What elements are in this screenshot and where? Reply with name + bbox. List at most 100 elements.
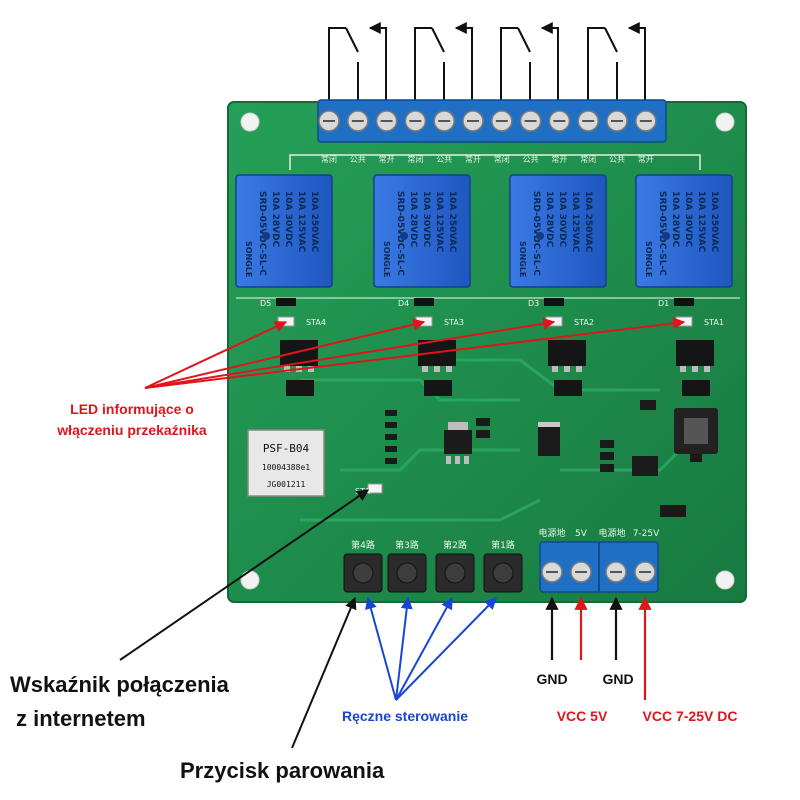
relay-rating-text: SRD-05VDC-SL-C [657, 191, 667, 276]
relay-rating-text: SRD-05VDC-SL-C [395, 191, 405, 276]
status-led-label: STA1 [704, 318, 724, 327]
manual-button-4[interactable]: 第4路 [343, 539, 383, 593]
relay-rating-text: 10A 30VDC [421, 191, 431, 248]
diode-label: D4 [398, 299, 409, 308]
relay-rating-text: 10A 30VDC [283, 191, 293, 248]
power-terminal-screw [541, 561, 563, 583]
status-led-label: STA2 [574, 318, 594, 327]
relay-rating-text: SRD-05VDC-SL-C [257, 191, 267, 276]
relay-rating-text: 10A 125VAC [434, 191, 444, 253]
driver-transistor-4 [676, 340, 714, 396]
vcc-5v-caption: VCC 5V [557, 708, 608, 724]
mount-hole [715, 570, 735, 590]
terminal-screw [404, 110, 427, 132]
terminal-label: 公共 [350, 155, 366, 164]
relay-rating-text: 10A 250VAC [709, 191, 719, 253]
relay-rating-text: SRD-05VDC-SL-C [531, 191, 541, 276]
status-led-label: STA4 [306, 318, 326, 327]
button-label: 第4路 [351, 539, 375, 551]
relay-rating-text: 10A 250VAC [447, 191, 457, 253]
led-caption-line1: LED informujące o [70, 401, 194, 417]
power-terminal-screw [634, 561, 656, 583]
relay-brand-text: SONGLE [382, 241, 391, 277]
wifi-caption-line2: z internetem [16, 706, 146, 731]
terminal-screw [318, 110, 340, 132]
power-label: 电源地 [598, 527, 625, 539]
terminal-screw [347, 110, 369, 132]
terminal-label: 公共 [523, 155, 539, 164]
terminal-screw [519, 110, 542, 132]
pairing-caption: Przycisk parowania [180, 758, 385, 783]
relay-contact-symbols [328, 22, 646, 110]
dc-dc-chip [632, 456, 658, 476]
relay-rating-text: 10A 28VDC [670, 191, 680, 248]
relay-symbol-3 [500, 22, 559, 110]
terminal-screw [606, 110, 628, 132]
pairing-pointer-arrow [291, 596, 357, 749]
mount-hole [715, 112, 735, 132]
terminal-label: 常闭 [407, 155, 423, 164]
terminal-screw [462, 110, 484, 132]
wifi-module-serial: 10004388e1 [262, 463, 310, 472]
relay-rating-text: 10A 28VDC [408, 191, 418, 248]
power-terminal-screw [570, 561, 592, 583]
relay-rating-text: 10A 250VAC [583, 191, 593, 253]
terminal-screw [548, 110, 571, 132]
terminal-screw [433, 110, 455, 132]
relay-rating-text: 10A 30VDC [683, 191, 693, 248]
power-label: 7-25V [633, 529, 660, 539]
relay-brand-text: SONGLE [644, 241, 653, 277]
voltage-regulator [444, 422, 472, 464]
mount-hole [240, 112, 260, 132]
relay-symbol-2 [414, 22, 473, 110]
relay-brand-text: SONGLE [244, 241, 253, 277]
wifi-module-model: PSF-B04 [263, 442, 310, 455]
button-label: 第3路 [395, 539, 419, 551]
terminal-screw [491, 110, 513, 132]
terminal-label: 常开 [638, 155, 654, 164]
wifi-caption-line1: Wskaźnik połączenia [10, 672, 230, 697]
terminal-screw [577, 110, 599, 132]
vcc-wide-caption: VCC 7-25V DC [643, 708, 738, 724]
manual-button-2[interactable]: 第2路 [435, 539, 475, 593]
output-terminal-block [317, 99, 667, 143]
relay-rating-text: 10A 125VAC [570, 191, 580, 253]
relay-rating-text: 10A 125VAC [696, 191, 706, 253]
power-label: 电源地 [538, 527, 565, 539]
manual-button-3[interactable]: 第3路 [387, 539, 427, 593]
manual-caption: Ręczne sterowanie [342, 708, 468, 724]
terminal-screw [635, 110, 657, 132]
power-label: 5V [575, 529, 588, 539]
terminal-label: 常开 [379, 155, 395, 164]
manual-button-1[interactable]: 第1路 [483, 539, 523, 593]
wifi-module: PSF-B04 10004388e1 JG001211 [247, 429, 325, 497]
power-terminal-block [539, 541, 659, 593]
gnd-caption-right: GND [602, 671, 633, 687]
relay-rating-text: 10A 30VDC [557, 191, 567, 248]
inductor [674, 408, 718, 454]
wifi-pointer-arrow [119, 489, 369, 661]
relay-rating-text: 10A 250VAC [309, 191, 319, 253]
relay-symbol-4 [587, 22, 646, 110]
terminal-label: 常闭 [580, 155, 596, 164]
terminal-label: 常开 [551, 155, 567, 164]
button-label: 第1路 [491, 539, 515, 551]
led-caption-line2: włączeniu przekaźnika [56, 422, 207, 438]
mount-hole [240, 570, 260, 590]
terminal-label: 公共 [609, 155, 625, 164]
diode-label: D5 [260, 299, 271, 308]
status-led-label: STA3 [444, 318, 464, 327]
diode-label: D3 [528, 299, 539, 308]
terminal-label: 常闭 [494, 155, 510, 164]
terminal-screw [375, 110, 398, 132]
diode-label: D1 [658, 299, 669, 308]
relay-rating-text: 10A 125VAC [296, 191, 306, 253]
gnd-caption-left: GND [536, 671, 567, 687]
led-pointer-arrows [144, 317, 686, 389]
power-pointer-arrows [545, 596, 652, 700]
button-label: 第2路 [443, 539, 467, 551]
